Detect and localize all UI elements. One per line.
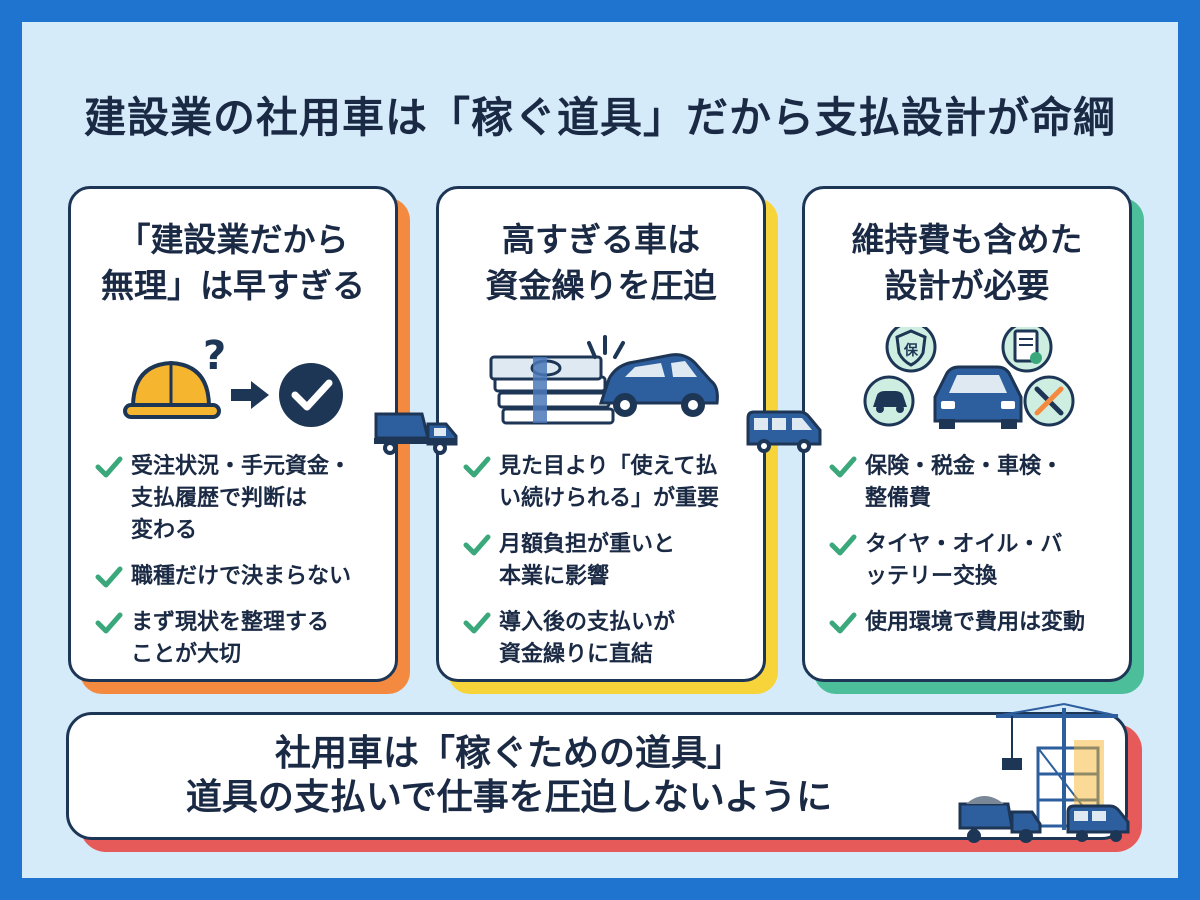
- check-icon: [463, 612, 491, 634]
- card-3-bullets: 保険・税金・車検・ 整備費 タイヤ・オイル・バ ッテリー交換 使用環境で費用は変…: [827, 451, 1127, 653]
- card-maintenance: 維持費も含めた 設計が必要 保: [802, 186, 1132, 682]
- bullet-item: タイヤ・オイル・バ ッテリー交換: [827, 529, 1127, 593]
- page-title: 建設業の社用車は「稼ぐ道具」だから支払設計が命綱: [83, 93, 1116, 142]
- card-1-title: 「建設業だから 無理」は早すぎる: [71, 217, 395, 309]
- bullet-text: 月額負担が重いと: [499, 532, 676, 557]
- small-car-icon: [863, 375, 915, 427]
- card-1-title-line: 無理」は早すぎる: [101, 266, 365, 305]
- bullet-text: 職種だけで決まらない: [131, 564, 352, 589]
- check-icon: [95, 456, 123, 478]
- check-icon: [829, 456, 857, 478]
- bullet-text: い続けられる」が重要: [499, 486, 720, 511]
- bullet-text: 整備費: [865, 486, 932, 511]
- check-icon: [95, 566, 123, 588]
- card-2-title-line: 高すぎる車は: [502, 220, 700, 259]
- bullet-item: 使用環境で費用は変動: [827, 607, 1127, 639]
- bullet-text: 導入後の支払いが: [499, 610, 676, 635]
- bullet-text: 支払履歴で判断は: [131, 486, 308, 511]
- insurance-shield-icon: 保: [885, 321, 937, 373]
- insurance-badge-text: 保: [903, 342, 919, 359]
- conclusion-panel: 社用車は「稼ぐための道具」 道具の支払いで仕事を圧迫しないように: [66, 712, 1128, 840]
- bullet-item: 導入後の支払いが 資金繰りに直結: [461, 607, 761, 671]
- check-icon: [463, 534, 491, 556]
- conclusion-line: 道具の支払いで仕事を圧迫しないように: [185, 777, 833, 818]
- card-3-title-line: 維持費も含めた: [851, 220, 1083, 259]
- bullet-text: 資金繰りに直結: [499, 642, 654, 667]
- card-2-bullets: 見た目より「使えて払 い続けられる」が重要 月額負担が重いと 本業に影響 導入後…: [461, 451, 761, 685]
- bullet-item: 見た目より「使えて払 い続けられる」が重要: [461, 451, 761, 515]
- bullet-item: 月額負担が重いと 本業に影響: [461, 529, 761, 593]
- card-2-illustration: [439, 327, 763, 437]
- construction-scene-illustration: [958, 703, 1130, 843]
- bullet-text: ッテリー交換: [865, 564, 998, 589]
- check-icon: [829, 612, 857, 634]
- conclusion-line: 社用車は「稼ぐための道具」: [274, 733, 743, 774]
- bullet-text: まず現状を整理する: [131, 610, 330, 635]
- bullet-text: 本業に影響: [499, 564, 610, 589]
- bullet-text: 変わる: [131, 518, 198, 543]
- card-3-title-line: 設計が必要: [884, 266, 1050, 305]
- arrow-right-icon: [231, 381, 269, 409]
- document-check-icon: [1001, 321, 1053, 373]
- dump-truck-connector-icon: [374, 412, 458, 455]
- money-stack-icon: [489, 355, 615, 425]
- card-3-illustration: 保: [805, 321, 1129, 437]
- car-crash-icon: [587, 335, 719, 417]
- bullet-text: 受注状況・手元資金・: [131, 454, 352, 479]
- hard-hat-icon: [123, 360, 221, 419]
- van-connector-icon: [746, 410, 822, 453]
- check-icon: [463, 456, 491, 478]
- dump-truck-icon: [958, 796, 1042, 843]
- card-1-bullets: 受注状況・手元資金・ 支払履歴で判断は 変わる 職種だけで決まらない まず現状を…: [93, 451, 393, 685]
- conclusion-text: 社用車は「稼ぐための道具」 道具の支払いで仕事を圧迫しないように: [69, 732, 949, 820]
- bullet-item: まず現状を整理する ことが大切: [93, 607, 393, 671]
- card-2-title-line: 資金繰りを圧迫: [485, 266, 717, 305]
- card-3-title: 維持費も含めた 設計が必要: [805, 217, 1129, 309]
- svg-text:?: ?: [203, 333, 226, 379]
- bullet-text: 見た目より「使えて払: [499, 454, 718, 479]
- card-cashflow: 高すぎる車は 資金繰りを圧迫 見た目より: [436, 186, 766, 682]
- card-hesitation: 「建設業だから 無理」は早すぎる ? 受注状況・手元資金・: [68, 186, 398, 682]
- bullet-item: 保険・税金・車検・ 整備費: [827, 451, 1127, 515]
- bullet-item: 受注状況・手元資金・ 支払履歴で判断は 変わる: [93, 451, 393, 547]
- question-mark-icon: ?: [203, 333, 226, 379]
- check-icon: [829, 534, 857, 556]
- bullet-text: タイヤ・オイル・バ: [865, 532, 1063, 557]
- card-2-title: 高すぎる車は 資金繰りを圧迫: [439, 217, 763, 309]
- crane-icon: [995, 703, 1119, 830]
- tools-icon: [1023, 375, 1075, 427]
- car-icon: [933, 365, 1023, 429]
- check-circle-icon: [279, 363, 343, 427]
- van-icon: [1066, 804, 1130, 842]
- bullet-text: 保険・税金・車検・: [865, 454, 1064, 479]
- bullet-text: ことが大切: [131, 642, 242, 667]
- bullet-item: 職種だけで決まらない: [93, 561, 393, 593]
- check-icon: [95, 612, 123, 634]
- bullet-text: 使用環境で費用は変動: [865, 610, 1086, 635]
- card-1-illustration: ?: [71, 327, 395, 437]
- card-1-title-line: 「建設業だから: [117, 220, 349, 259]
